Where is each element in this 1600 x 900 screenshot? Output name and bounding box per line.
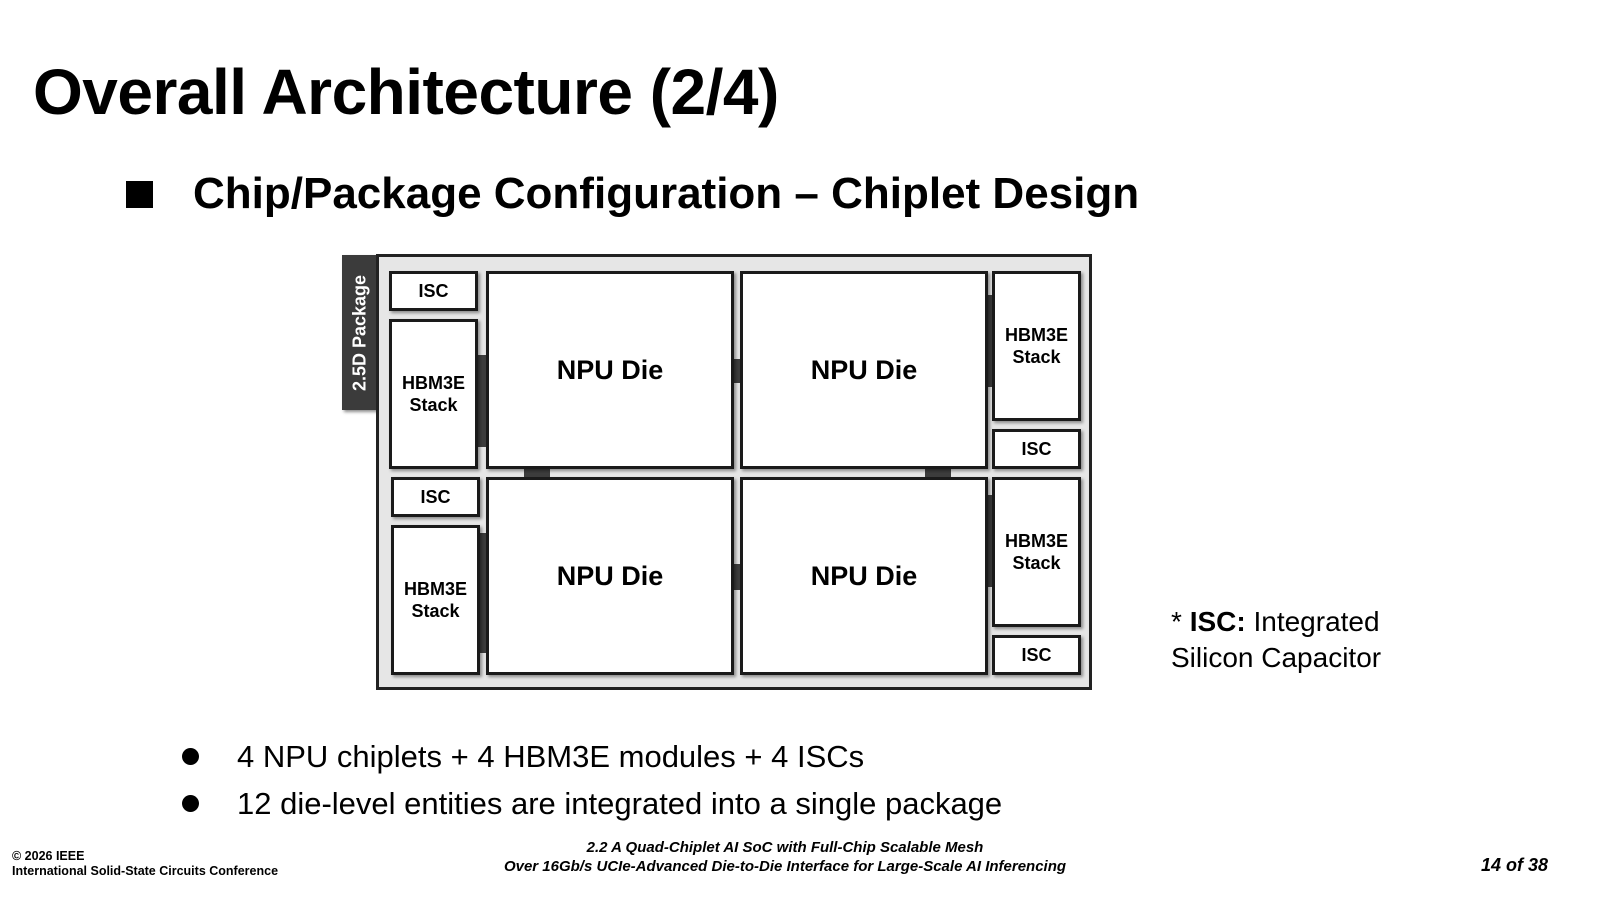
link-hbm-npu-bottom-left	[476, 533, 486, 653]
hbm-label-line1: HBM3E	[403, 579, 467, 599]
isc-top-right: ISC	[992, 429, 1081, 469]
isc-bottom-right: ISC	[992, 635, 1081, 675]
note-line2: Silicon Capacitor	[1171, 642, 1382, 673]
hbm-label-line2: Stack	[409, 395, 458, 415]
bullet-text: 12 die-level entities are integrated int…	[237, 785, 1003, 821]
hbm-label-line2: Stack	[1012, 347, 1061, 367]
link-npu-hbm-top-right	[983, 295, 993, 387]
hbm-label-line1: HBM3E	[401, 373, 465, 393]
hbm-label-line1: HBM3E	[1004, 325, 1068, 345]
isc-label: ISC	[1021, 439, 1052, 459]
npu-die-bottom-right: NPU Die	[740, 477, 988, 675]
conference-name: International Solid-State Circuits Confe…	[12, 864, 279, 878]
slide-title: Overall Architecture (2/4)	[33, 56, 779, 128]
bullet-item: 4 NPU chiplets + 4 HBM3E modules + 4 ISC…	[180, 733, 1002, 780]
bullet-text: 4 NPU chiplets + 4 HBM3E modules + 4 ISC…	[237, 738, 865, 774]
link-npu-npu-bottom	[730, 564, 740, 590]
link-npu-hbm-bottom-right	[983, 495, 993, 587]
npu-die-label: NPU Die	[810, 560, 918, 591]
npu-die-bottom-left: NPU Die	[486, 477, 734, 675]
npu-die-label: NPU Die	[556, 354, 664, 385]
isc-label: ISC	[1021, 645, 1052, 665]
bullet-item: 12 die-level entities are integrated int…	[180, 780, 1002, 827]
square-bullet-icon	[126, 180, 153, 208]
paper-title-line1: 2.2 A Quad-Chiplet AI SoC with Full-Chip…	[586, 839, 984, 856]
isc-label: ISC	[418, 281, 449, 301]
footer-copyright: © 2026 IEEE International Solid-State Ci…	[12, 849, 278, 879]
isc-middle-left: ISC	[391, 477, 480, 517]
npu-die-label: NPU Die	[556, 560, 664, 591]
hbm-label-line1: HBM3E	[1004, 531, 1068, 551]
isc-label: ISC	[420, 487, 451, 507]
package-label: 2.5D Package	[349, 274, 369, 391]
package-label-tab: 2.5D Package	[342, 255, 377, 410]
note-prefix: *	[1171, 606, 1190, 637]
copyright-text: © 2026 IEEE	[12, 849, 85, 863]
hbm-label-line2: Stack	[1012, 553, 1061, 573]
note-term: ISC:	[1189, 606, 1246, 637]
note-line1: Integrated	[1245, 606, 1380, 637]
link-npu-npu-top	[730, 359, 740, 383]
isc-definition-note: * ISC: Integrated Silicon Capacitor	[1171, 604, 1381, 676]
bullet-dot-icon	[182, 748, 199, 765]
isc-top-left: ISC	[389, 271, 478, 311]
npu-die-top-left: NPU Die	[486, 271, 734, 469]
npu-die-label: NPU Die	[810, 354, 918, 385]
bullet-list: 4 NPU chiplets + 4 HBM3E modules + 4 ISC…	[180, 733, 1002, 827]
hbm-label-line2: Stack	[411, 601, 460, 621]
page-number: 14 of 38	[1480, 855, 1548, 875]
subheading: Chip/Package Configuration – Chiplet Des…	[126, 168, 1139, 220]
link-hbm-npu-top-left	[476, 355, 486, 447]
footer-paper-title: 2.2 A Quad-Chiplet AI SoC with Full-Chip…	[420, 838, 1150, 876]
paper-title-line2: Over 16Gb/s UCIe-Advanced Die-to-Die Int…	[503, 858, 1067, 875]
npu-die-top-right: NPU Die	[740, 271, 988, 469]
bullet-dot-icon	[182, 795, 199, 812]
subheading-text: Chip/Package Configuration – Chiplet Des…	[193, 169, 1140, 218]
